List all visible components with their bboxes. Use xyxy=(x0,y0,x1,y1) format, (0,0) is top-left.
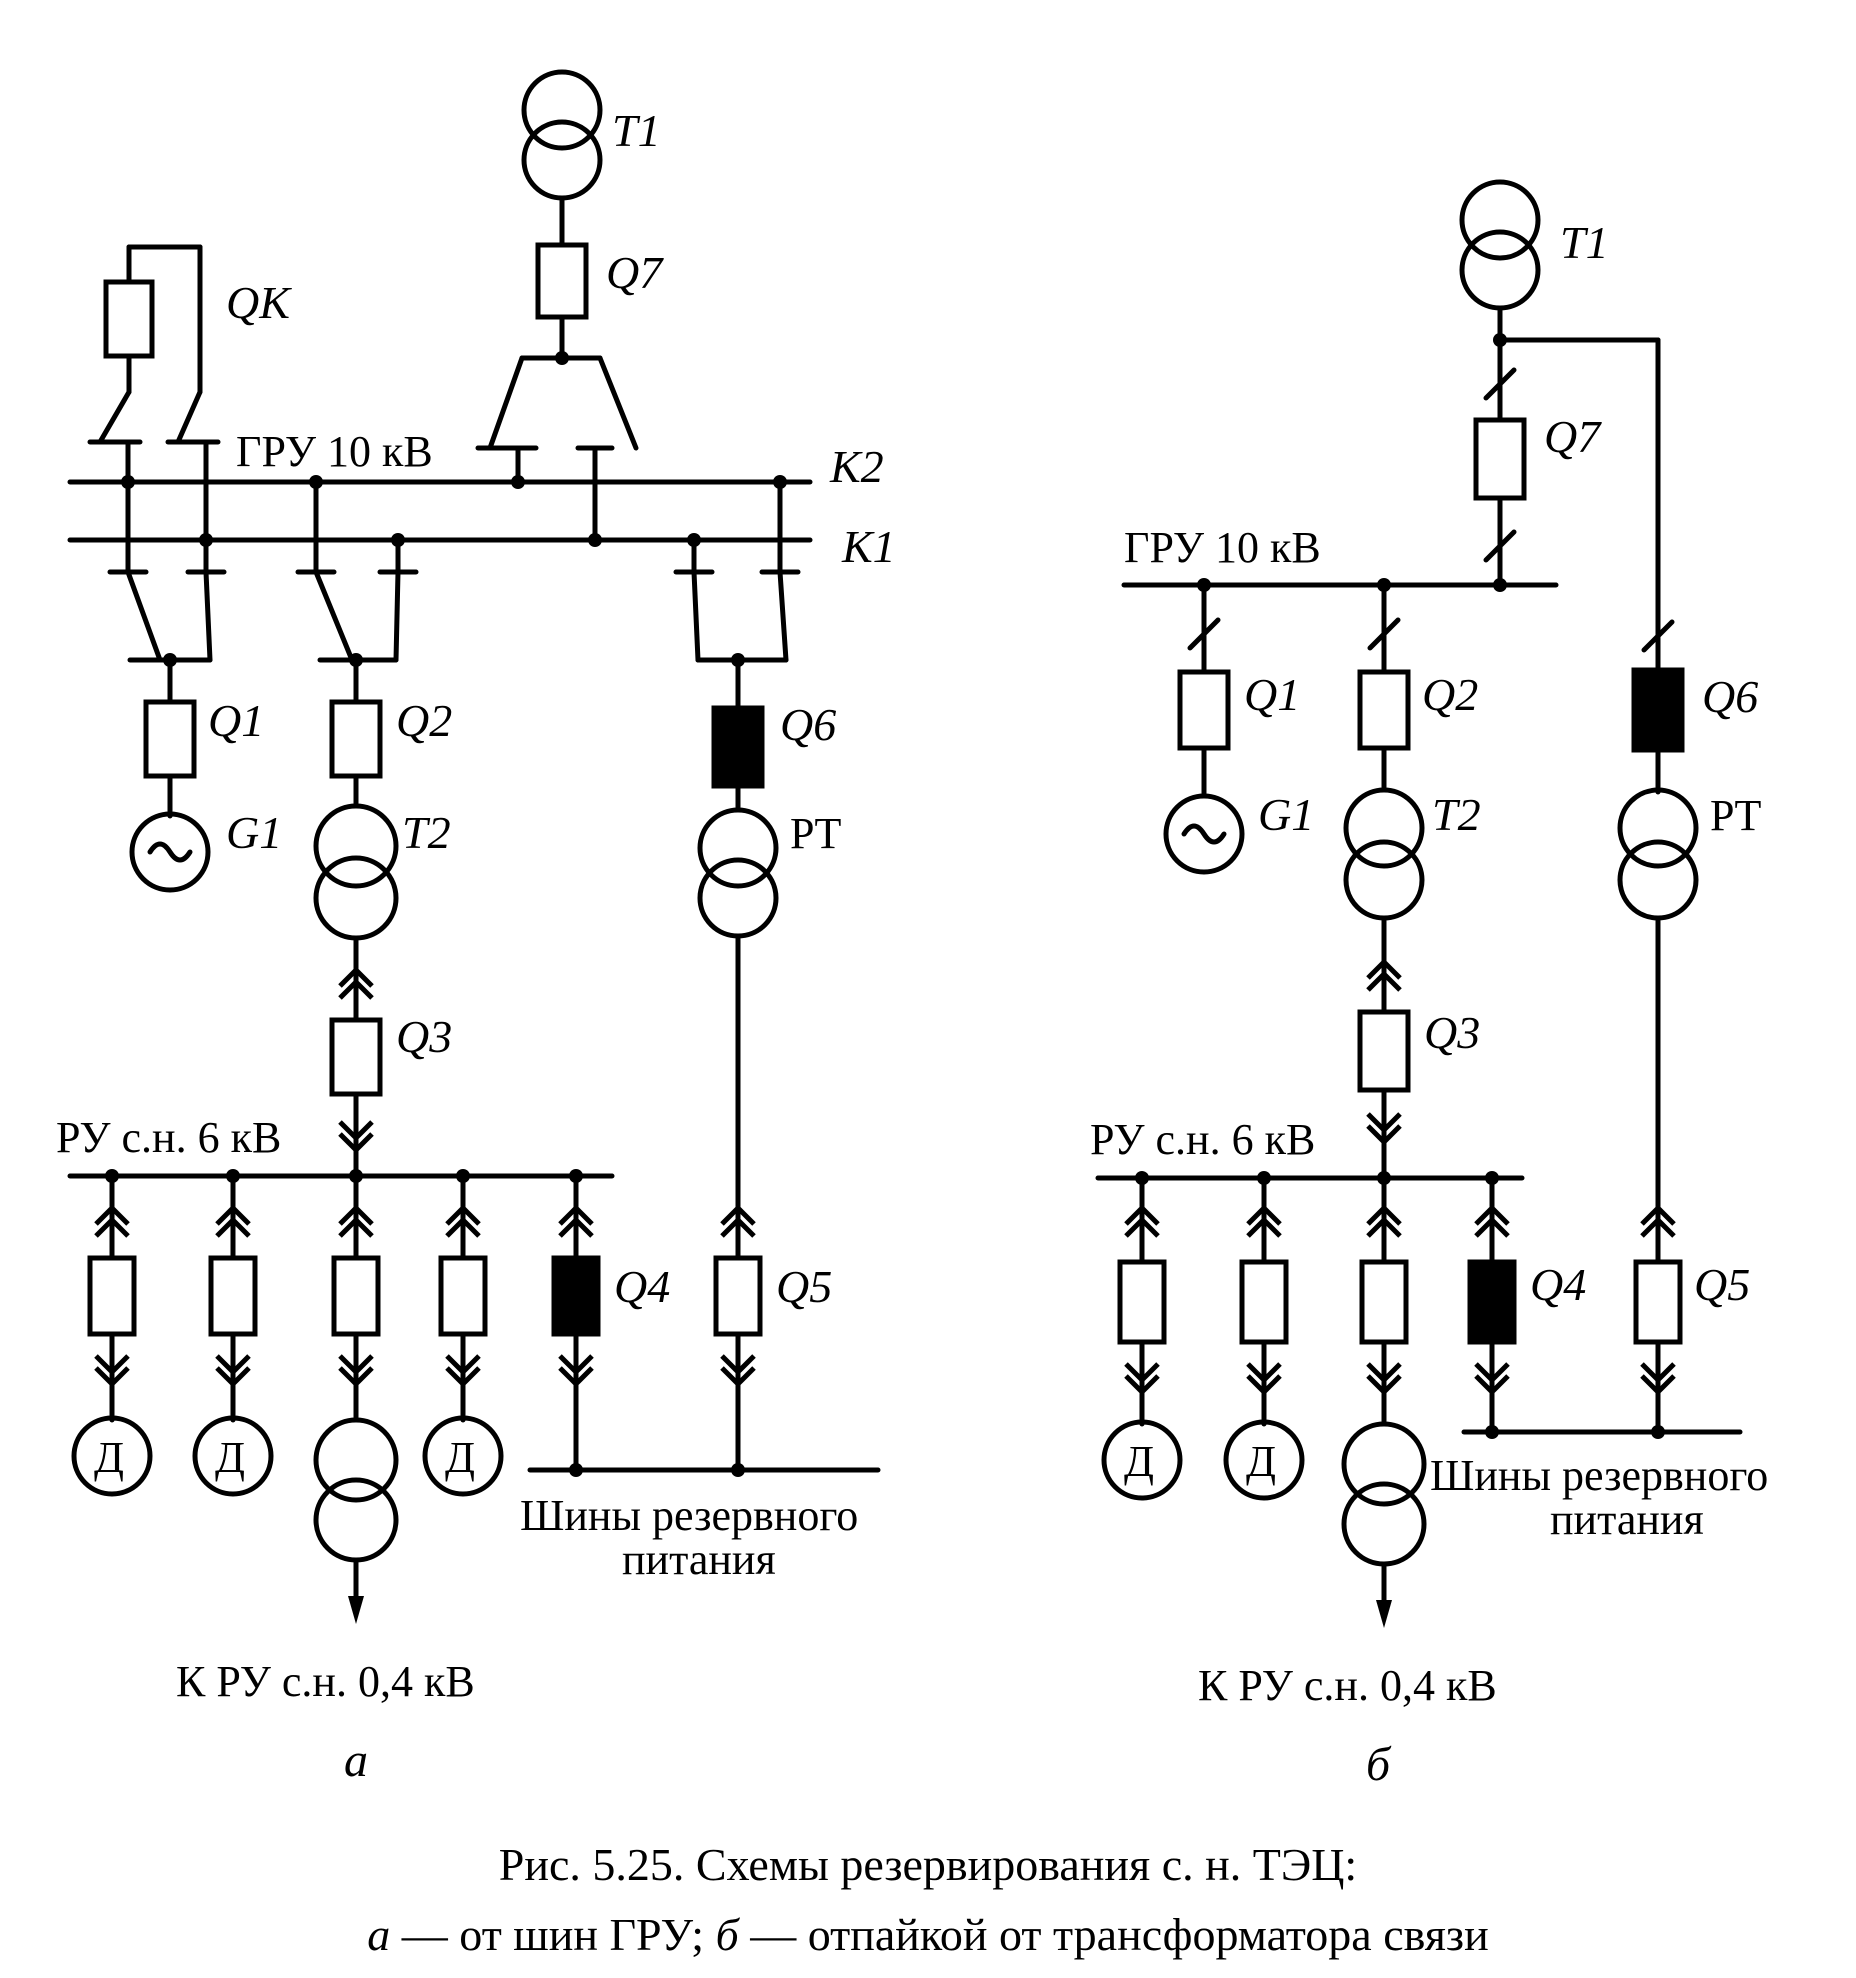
t2-winding-top-b xyxy=(1343,787,1425,869)
t2-winding-top-a xyxy=(313,803,399,889)
q1-breaker-b xyxy=(1177,669,1231,751)
figure-caption: Рис. 5.25. Схемы резервирования с. н. ТЭ… xyxy=(367,1839,1488,1960)
motor-label-1-a: Д xyxy=(94,1433,124,1482)
q6-breaker-b xyxy=(1631,667,1685,753)
q1-breaker-a xyxy=(143,699,197,779)
label-k2-a: K2 xyxy=(829,441,884,492)
feeder-q5-a xyxy=(713,1173,763,1477)
label-q4-a: Q4 xyxy=(614,1261,670,1312)
q3-breaker-a xyxy=(329,1017,383,1097)
label-t2-a: T2 xyxy=(402,807,451,858)
label-q2-a: Q2 xyxy=(396,695,452,746)
caption-line-1: Рис. 5.25. Схемы резервирования с. н. ТЭ… xyxy=(499,1839,1357,1890)
q6-breaker-a xyxy=(711,705,765,789)
label-q2-b: Q2 xyxy=(1422,669,1478,720)
label-bus-gru-a: ГРУ 10 кВ xyxy=(236,427,433,476)
t1-winding-top-b xyxy=(1459,179,1541,261)
sublabel-a: а xyxy=(344,1734,368,1787)
pt-winding-bottom-a xyxy=(697,857,779,939)
label-ru-6kv-a: РУ с.н. 6 кВ xyxy=(56,1113,281,1162)
t1-winding-top-a xyxy=(521,69,603,151)
pt-winding-bottom-b xyxy=(1617,839,1699,921)
feeder-1-a xyxy=(71,1169,153,1497)
t2-winding-bottom-b xyxy=(1343,839,1425,921)
scheme-b: T1 Q7 ГРУ 10 кВ Q1 Q2 Q6 G1 T2 PT Q3 РУ … xyxy=(1090,179,1768,1791)
label-q7-a: Q7 xyxy=(606,247,664,298)
label-q5-b: Q5 xyxy=(1694,1259,1750,1310)
feeder-1-b xyxy=(1101,1171,1183,1501)
g1-generator-a xyxy=(129,811,211,893)
caption-a: а xyxy=(367,1909,390,1960)
label-g1-b: G1 xyxy=(1258,789,1314,840)
label-q6-a: Q6 xyxy=(780,699,836,750)
label-reserve-1-a: Шины резервного xyxy=(520,1491,858,1540)
label-reserve-2-b: питания xyxy=(1550,1495,1704,1544)
t1-winding-bottom-b xyxy=(1459,229,1541,311)
label-q3-a: Q3 xyxy=(396,1011,452,1062)
q2-breaker-a xyxy=(329,699,383,779)
t2-winding-bottom-a xyxy=(313,855,399,941)
label-to-04kv-b: К РУ с.н. 0,4 кВ xyxy=(1198,1661,1497,1710)
feeder-3-a xyxy=(313,1173,399,1624)
label-qk-a: QK xyxy=(226,277,292,328)
g1-generator-b xyxy=(1163,793,1245,875)
label-q3-b: Q3 xyxy=(1424,1007,1480,1058)
caption-text-1: — от шин ГРУ; xyxy=(390,1909,715,1960)
feeder-q4-b xyxy=(1467,1171,1517,1439)
caption-line-2: а — от шин ГРУ; б — отпайкой от трансфор… xyxy=(367,1909,1488,1960)
q2-breaker-b xyxy=(1357,669,1411,751)
caption-b: б xyxy=(716,1909,741,1960)
label-reserve-2-a: питания xyxy=(622,1535,776,1584)
motor-label-3-a: Д xyxy=(445,1433,475,1482)
label-q1-b: Q1 xyxy=(1244,669,1300,720)
q7-breaker-a xyxy=(535,242,589,320)
label-t1-b: T1 xyxy=(1560,217,1609,268)
label-q6-b: Q6 xyxy=(1702,671,1758,722)
motor-label-2-b: Д xyxy=(1246,1437,1276,1486)
label-q5-a: Q5 xyxy=(776,1261,832,1312)
feeder-q5-b xyxy=(1633,1208,1683,1439)
t1-winding-bottom-a xyxy=(521,119,603,201)
label-q4-b: Q4 xyxy=(1530,1259,1586,1310)
label-pt-b: PT xyxy=(1710,791,1761,840)
feeder-2-a xyxy=(192,1169,274,1497)
label-t1-a: T1 xyxy=(612,105,661,156)
feeder-q4-a xyxy=(551,1169,601,1477)
qk-breaker-a xyxy=(103,279,155,359)
label-ru-6kv-b: РУ с.н. 6 кВ xyxy=(1090,1115,1315,1164)
pt-winding-top-a xyxy=(697,807,779,889)
label-k1-a: K1 xyxy=(841,521,896,572)
sublabel-b: б xyxy=(1366,1738,1392,1791)
scheme-a: T1 Q7 QK ГРУ 10 кВ K2 K1 Q1 Q2 Q6 G1 T2 … xyxy=(56,69,896,1787)
label-q1-a: Q1 xyxy=(208,695,264,746)
pt-winding-top-b xyxy=(1617,787,1699,869)
feeder-4-a xyxy=(422,1169,504,1497)
q7-breaker-b xyxy=(1473,417,1527,501)
motor-label-1-b: Д xyxy=(1124,1437,1154,1486)
feeder-3-b xyxy=(1341,1175,1427,1628)
caption-text-2: — отпайкой от трансформатора связи xyxy=(739,1909,1489,1960)
label-pt-a: PT xyxy=(790,809,841,858)
motor-label-2-a: Д xyxy=(215,1433,245,1482)
q3-breaker-b xyxy=(1357,1009,1411,1093)
label-bus-gru-b: ГРУ 10 кВ xyxy=(1124,523,1321,572)
label-q7-b: Q7 xyxy=(1544,411,1602,462)
label-to-04kv-a: К РУ с.н. 0,4 кВ xyxy=(176,1657,475,1706)
label-t2-b: T2 xyxy=(1432,789,1481,840)
label-reserve-1-b: Шины резервного xyxy=(1430,1451,1768,1500)
label-g1-a: G1 xyxy=(226,807,282,858)
feeder-2-b xyxy=(1223,1171,1305,1501)
